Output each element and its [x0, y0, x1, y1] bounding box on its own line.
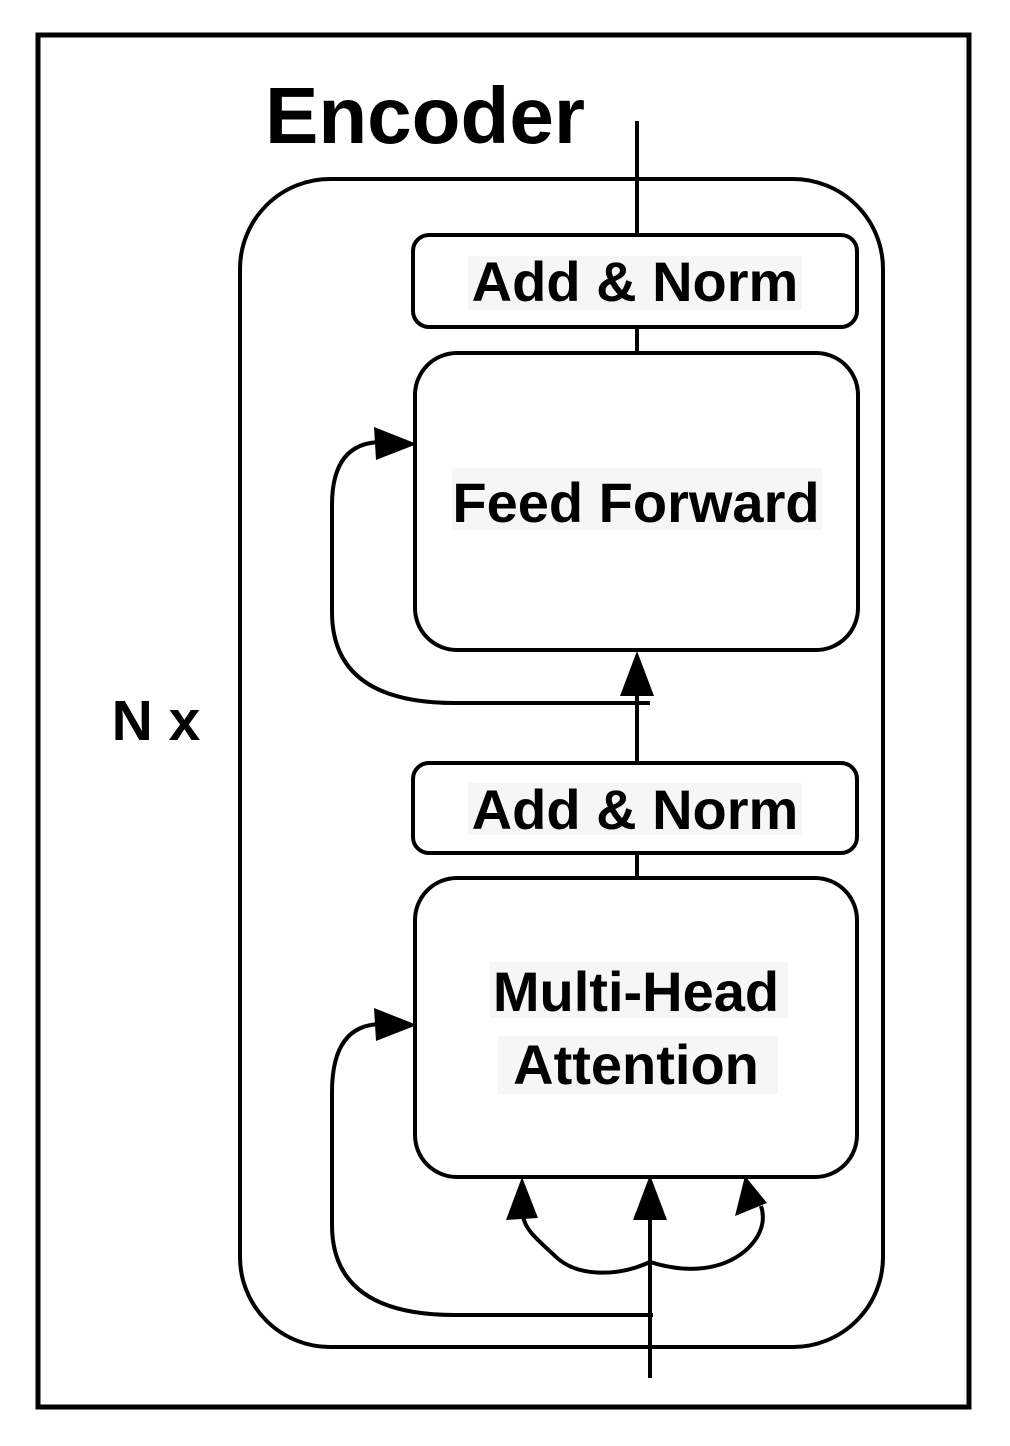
multi-head-attention-box: [413, 876, 859, 1179]
feed-forward-skip-arrowhead: [374, 427, 417, 460]
add-norm-top-label: Add & Norm: [472, 250, 799, 313]
feed-forward-label: Feed Forward: [452, 471, 819, 534]
add-norm-top-label-highlight: [468, 256, 802, 310]
multi-head-attention-label-line-2: Attention: [513, 1033, 759, 1096]
encoder-container: [238, 177, 885, 1349]
mha-right-input-arrowhead: [735, 1176, 767, 1216]
mha-left-input-arrowhead: [506, 1177, 538, 1220]
mha-label-highlight-line2: [498, 1036, 778, 1094]
mha-left-input-branch: [521, 1215, 651, 1275]
add-norm-bottom-label-highlight: [468, 783, 802, 835]
mha-skip-arrowhead: [374, 1008, 417, 1041]
mha-skip-connection: [330, 1022, 653, 1317]
feed-forward-label-highlight: [452, 468, 822, 530]
feed-forward-input-arrowhead: [620, 651, 654, 696]
outer-frame: [35, 32, 972, 1410]
feed-forward-skip-connection: [330, 440, 650, 705]
mha-right-input-branch: [649, 1205, 765, 1271]
encoder-title: Encoder: [265, 71, 585, 160]
repeat-count-label: N x: [112, 689, 201, 753]
multi-head-attention-label-line-1: Multi-Head: [493, 960, 779, 1023]
mha-label-highlight-line1: [490, 962, 788, 1018]
mha-center-input-arrowhead: [633, 1175, 667, 1220]
add-norm-bottom-label: Add & Norm: [472, 778, 799, 841]
